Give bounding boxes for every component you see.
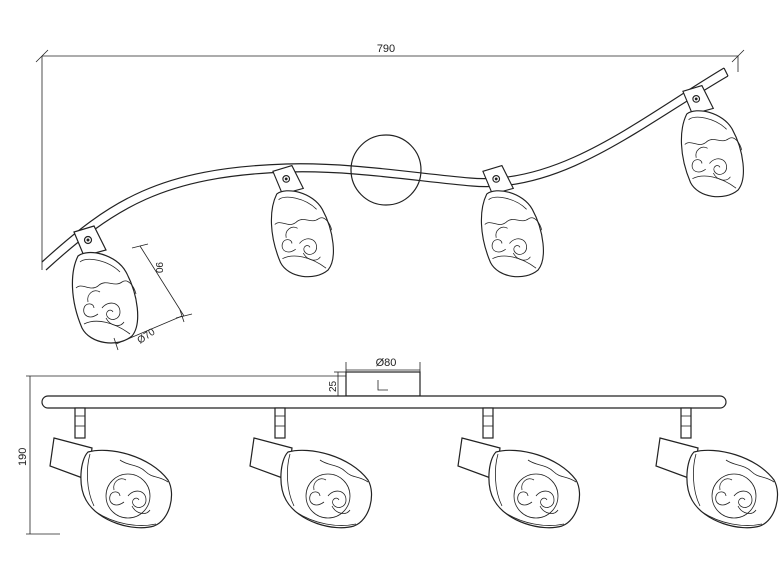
spot-side-3 (458, 408, 580, 528)
canopy-diameter-dimension: Ø80 (345, 357, 421, 374)
curved-bar (41, 67, 725, 263)
canopy-diameter-label: Ø80 (376, 357, 397, 369)
width-dimension-label: 790 (377, 43, 395, 55)
spot-side-1 (50, 408, 172, 528)
spot-side-2 (250, 408, 372, 528)
spot-top-4 (681, 86, 743, 197)
shade-length-label: 90 (153, 262, 164, 274)
spot-side-4 (656, 408, 778, 528)
spot-top-1 (72, 226, 137, 343)
shade-length-dimension: 90 (131, 243, 193, 319)
side-view: Ø80 25 190 (17, 357, 778, 535)
height-dimension: 190 (17, 375, 346, 535)
spot-top-3 (481, 166, 543, 277)
canopy-side (345, 371, 421, 397)
spot-top-2 (271, 166, 333, 277)
width-dimension: 790 (35, 43, 745, 270)
canopy-plate (350, 134, 422, 206)
height-dimension-label: 190 (17, 448, 29, 466)
canopy-height-label: 25 (328, 380, 339, 392)
shade-diameter-label: Ø70 (136, 327, 158, 347)
top-view: 790 90 Ø70 (35, 43, 745, 351)
straight-bar (41, 395, 727, 409)
